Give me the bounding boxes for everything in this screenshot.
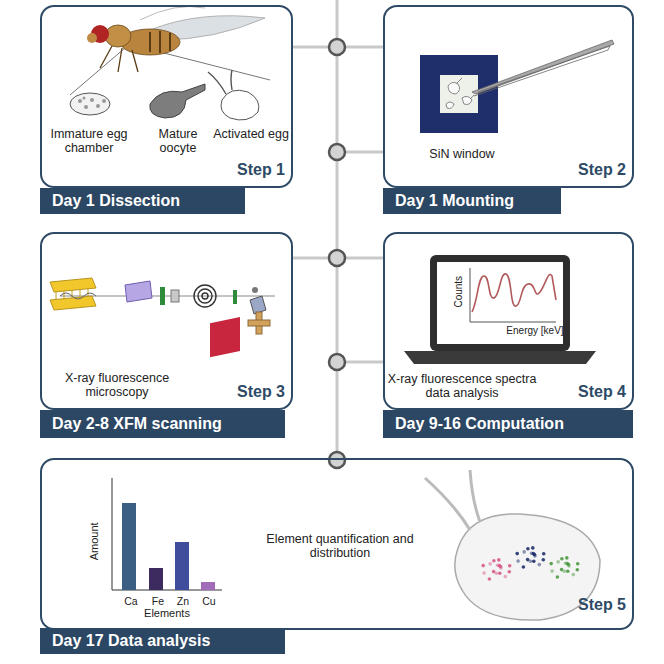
step-label: Step 5	[556, 596, 626, 614]
caption-text: Energy [keV]	[495, 325, 575, 337]
caption-text: Ca	[121, 595, 141, 607]
step-panel: X-ray fluorescence spectra data analysis…	[383, 232, 634, 410]
step-panel: X-ray fluorescence microscopy Step 3	[40, 232, 293, 410]
egg-distribution	[425, 470, 600, 620]
caption-text: SiN window	[422, 147, 502, 161]
caption-text: X-ray fluorescence spectra data analysis	[387, 372, 537, 401]
step-panel: AmountCa Fe Zn CuElements Element quantifica…	[40, 458, 634, 630]
step-label: Step 3	[215, 383, 285, 401]
day-banner: Day 17 Data analysis	[40, 628, 285, 654]
step-label: Step 4	[556, 383, 626, 401]
caption-text: Immature egg chamber	[50, 127, 128, 156]
caption-text: Element quantification and distribution	[254, 532, 426, 561]
bar-chart	[112, 478, 222, 590]
banner-text: Day 1 Mounting	[395, 192, 514, 210]
day-banner: Day 1 Mounting	[383, 188, 561, 214]
day-banner: Day 2-8 XFM scanning	[40, 410, 285, 438]
caption-text: X-ray fluorescence microscopy	[52, 371, 182, 400]
axis-label: Amount	[88, 514, 101, 568]
caption-text: Mature oocyte	[142, 127, 214, 156]
banner-text: Day 1 Dissection	[52, 192, 180, 210]
caption-text: Fe	[148, 595, 168, 607]
axis-label: Counts	[453, 267, 465, 317]
timeline-dot	[329, 39, 345, 468]
xfm-beamline	[50, 278, 275, 357]
banner-text: Day 2-8 XFM scanning	[52, 415, 222, 433]
banner-text: Day 9-16 Computation	[395, 415, 564, 433]
day-banner: Day 9-16 Computation	[383, 410, 633, 438]
fly-illustration	[70, 7, 270, 121]
caption-text: Activated egg	[213, 127, 289, 141]
timeline	[336, 0, 339, 460]
caption-text: Zn	[173, 595, 193, 607]
step-panel: Immature egg chamber Mature oocyteActivat…	[40, 5, 293, 188]
caption-text: Elements	[134, 607, 200, 620]
laptop	[404, 255, 596, 364]
caption-text: Cu	[199, 595, 219, 607]
day-banner: Day 1 Dissection	[40, 188, 245, 214]
banner-text: Day 17 Data analysis	[52, 632, 210, 650]
step-label: Step 2	[556, 161, 626, 179]
sin-window	[420, 40, 614, 133]
step-panel: SiN windowStep 2	[383, 5, 634, 188]
step-label: Step 1	[215, 161, 285, 179]
